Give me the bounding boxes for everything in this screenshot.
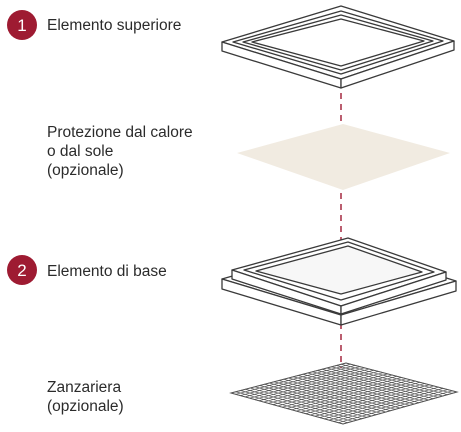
- sun-protection-label-line-3: (opzionale): [47, 162, 124, 179]
- part-optional-sun-protection-label: Protezione dal calore o dal sole (opzion…: [47, 123, 193, 180]
- mesh-wire: [341, 363, 453, 394]
- mesh-wire: [336, 365, 448, 396]
- insect-screen-label-line-2: (opzionale): [47, 398, 124, 415]
- part-2-label: Elemento di base: [47, 262, 167, 281]
- mesh-wire: [324, 386, 439, 420]
- insect-screen-label-line-1: Zanzariera: [47, 379, 122, 396]
- part-1-label: Elemento superiore: [47, 16, 181, 35]
- insect-screen-label: Zanzariera (opzionale): [47, 378, 124, 416]
- mesh-border: [229, 362, 459, 425]
- sun-protection-label-line-1: Protezione dal calore: [47, 124, 193, 141]
- top-element-illustration: [221, 5, 455, 89]
- mesh-wire: [338, 390, 453, 424]
- mesh-wire: [328, 388, 444, 421]
- part-2-number-badge: 2: [7, 255, 37, 285]
- part-1-label-line: Elemento superiore: [47, 17, 182, 34]
- base-element-illustration: [221, 237, 457, 326]
- sun-protection-sheet: [237, 124, 450, 190]
- mesh-wire: [331, 366, 443, 397]
- sun-protection-label-line-2: o dal sole: [47, 143, 114, 160]
- part-2-label-line: Elemento di base: [47, 263, 167, 280]
- insect-screen-mesh: [229, 362, 459, 425]
- mesh-wire: [333, 389, 448, 422]
- part-1-number-badge: 1: [7, 10, 37, 40]
